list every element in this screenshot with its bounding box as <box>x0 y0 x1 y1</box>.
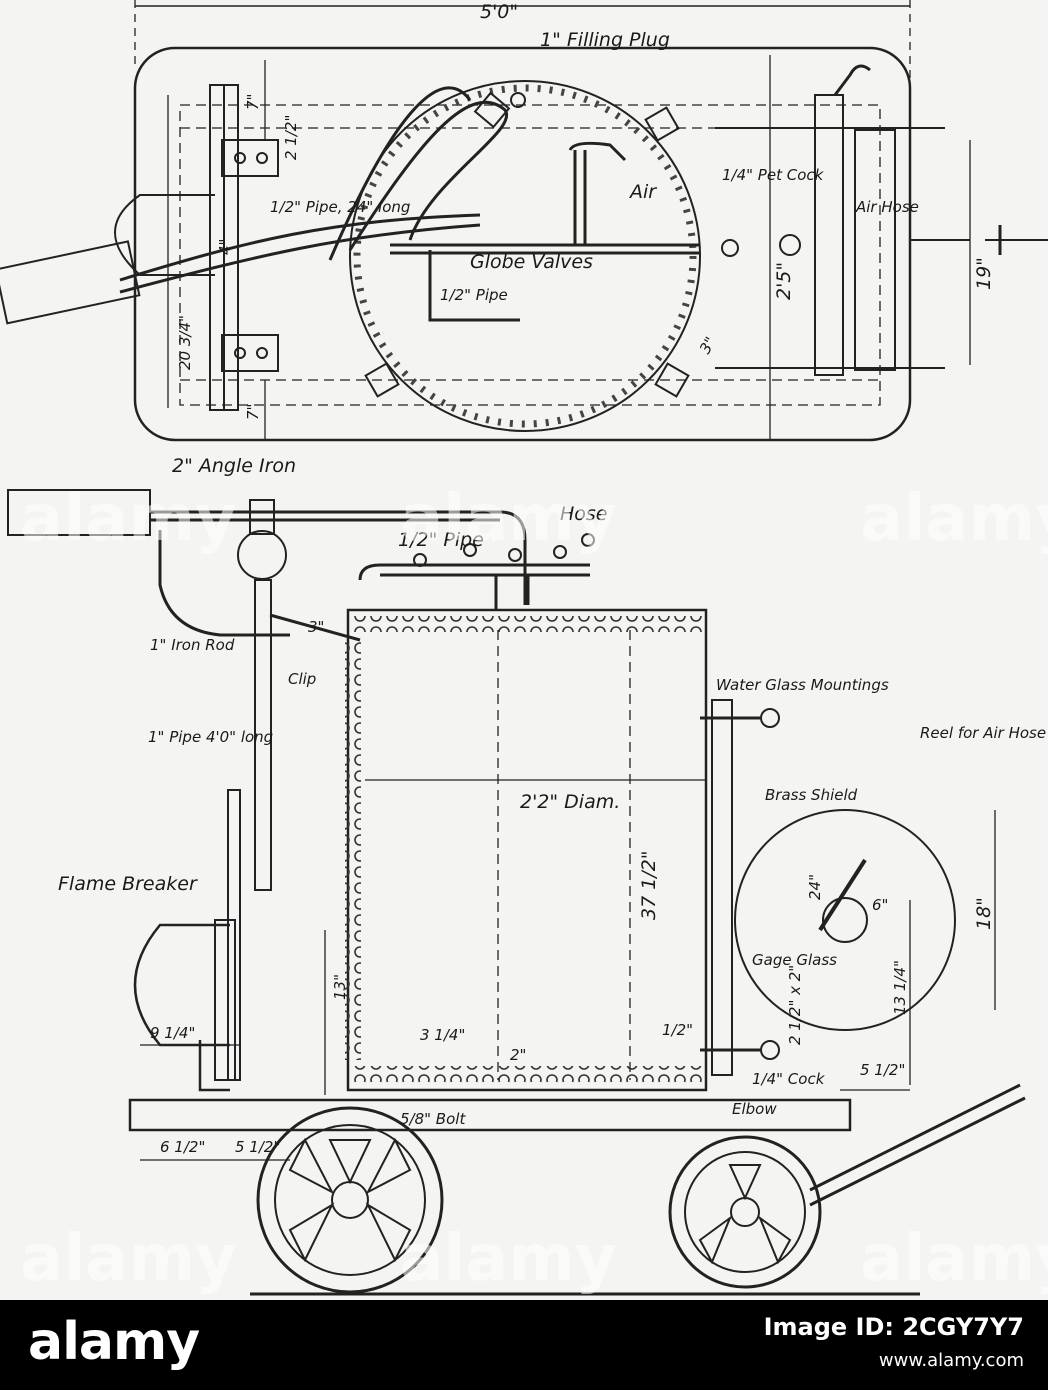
watermark: alamy <box>20 1222 237 1296</box>
site-link[interactable]: www.alamy.com <box>878 1350 1024 1371</box>
cart-platform <box>128 1098 852 1132</box>
side-view-labels: 1/2" Pipe Hose 3" 1" Iron Rod Clip 1" Pi… <box>58 503 1046 1156</box>
dim-2-5-ft-label: 2'5" <box>773 262 795 300</box>
top-half-pipe-label: 1/2" Pipe <box>440 286 508 304</box>
drawing-canvas: 5'0" 1" Filling Plug Air 1/4" Pet Cock A… <box>0 0 1048 1296</box>
filling-plug <box>510 92 526 108</box>
side-view <box>7 489 1026 1296</box>
footer-meta: Image ID: 2CGY7Y7 www.alamy.com <box>764 1310 1024 1378</box>
dim-19-label: 19" <box>973 257 995 290</box>
dim-3-25-label: 3 1/4" <box>420 1026 465 1044</box>
alamy-logo[interactable]: alamy <box>28 1312 200 1372</box>
overall-length-label: 5'0" <box>480 1 518 23</box>
dim-9-25-label: 9 1/4" <box>150 1024 195 1042</box>
bracket-top <box>221 139 279 177</box>
cock-label: 1/4" Cock <box>752 1070 826 1088</box>
dim-4-label: 4" <box>216 239 234 255</box>
technical-drawing: 5'0" 1" Filling Plug Air 1/4" Pet Cock A… <box>0 0 1048 1300</box>
watermarks: alamy alamy alamy alamy alamy alamy <box>20 482 1048 1296</box>
dim-5-5-left-label: 5 1/2" <box>235 1138 280 1156</box>
hose-label: Hose <box>560 503 608 525</box>
pipe-4ft-label: 1" Pipe 4'0" long <box>148 728 273 746</box>
watermark: alamy <box>400 482 617 556</box>
dim-13-25-label: 13 1/4" <box>891 960 909 1015</box>
watermark: alamy <box>860 482 1048 556</box>
wheel-right <box>668 1135 822 1289</box>
cart-base-outline <box>133 46 912 442</box>
diameter-label: 2'2" Diam. <box>520 791 620 813</box>
dim-6-label: 6" <box>872 896 888 914</box>
tank-body <box>346 608 708 1092</box>
clip-label: Clip <box>288 670 316 688</box>
filling-plug-label: 1" Filling Plug <box>540 29 670 51</box>
flame-breaker-side <box>133 923 230 1047</box>
brass-shield-label: Brass Shield <box>765 786 858 804</box>
dim-7-bottom-label: 7" <box>244 404 262 420</box>
watermark: alamy <box>860 1222 1048 1296</box>
tank-top-circle <box>349 80 701 432</box>
wheel-left <box>256 1106 444 1294</box>
dim-7-top-label: 7" <box>244 94 262 110</box>
cart-handle <box>809 1083 1021 1192</box>
top-view-labels: 5'0" 1" Filling Plug Air 1/4" Pet Cock A… <box>172 1 995 477</box>
dim-24-label: 24" <box>806 874 824 900</box>
height-37-label: 37 1/2" <box>638 850 660 920</box>
gage-dim-label: 2 1/2" x 2" <box>786 965 804 1045</box>
dim-13-label: 13" <box>331 974 349 1000</box>
gas-box-top <box>0 240 141 325</box>
watermark: alamy <box>20 482 237 556</box>
pet-cock-label: 1/4" Pet Cock <box>722 166 825 184</box>
dim-5-5-right-label: 5 1/2" <box>860 1061 905 1079</box>
dim-3-top-label: 3" <box>696 334 720 357</box>
image-id: Image ID: 2CGY7Y7 <box>763 1313 1024 1341</box>
elbow-label: Elbow <box>732 1100 777 1118</box>
width-20-label: 20 3/4" <box>176 315 194 370</box>
dim-half-label: 1/2" <box>662 1021 693 1039</box>
gage-glass-label: Gage Glass <box>752 951 837 969</box>
half-pipe-24-label: 1/2" Pipe, 24" long <box>270 198 410 216</box>
pressure-gauge <box>237 530 287 580</box>
side-dim-3-label: 3" <box>308 618 324 636</box>
angle-iron-label: 2" Angle Iron <box>172 455 296 477</box>
air-hose-reel <box>734 809 956 1031</box>
globe-valves-label: Globe Valves <box>470 251 593 273</box>
watermark: alamy <box>400 1222 617 1296</box>
dim-18-label: 18" <box>973 897 995 930</box>
dim-6-5-label: 6 1/2" <box>160 1138 205 1156</box>
dim-2-label: 2" <box>510 1046 526 1064</box>
flame-breaker-label: Flame Breaker <box>58 873 198 895</box>
water-glass <box>711 699 733 1076</box>
flame-breaker-top <box>114 194 215 276</box>
top-view <box>0 0 1048 442</box>
stock-footer: alamy Image ID: 2CGY7Y7 www.alamy.com <box>0 1300 1048 1390</box>
bracket-bottom <box>221 334 279 372</box>
bolt-label: 5/8" Bolt <box>400 1110 466 1128</box>
side-half-pipe-label: 1/2" Pipe <box>398 529 484 551</box>
water-glass-label: Water Glass Mountings <box>716 676 889 694</box>
iron-rod-label: 1" Iron Rod <box>150 636 235 654</box>
reel-frame-top <box>814 94 844 376</box>
vertical-pipe <box>254 579 272 891</box>
reel-label: Reel for Air Hose <box>920 724 1046 742</box>
air-label: Air <box>628 181 657 203</box>
dim-2-5-label: 2 1/2" <box>282 115 300 160</box>
air-hose-label: Air Hose <box>855 198 919 216</box>
